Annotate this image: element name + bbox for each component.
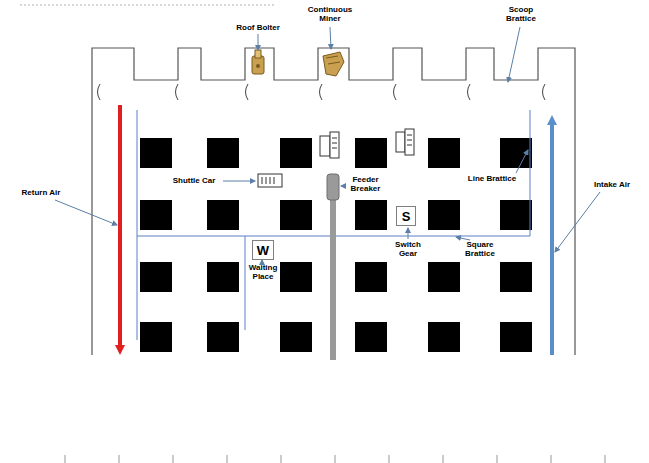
- shuttle-cars: [258, 129, 414, 187]
- pillar: [280, 138, 312, 168]
- feeder-breaker: [327, 174, 339, 360]
- leader-lines: [55, 27, 600, 262]
- callout-label: Scoop Brattice: [496, 5, 546, 23]
- header-rule: [20, 5, 275, 6]
- pillar: [500, 200, 532, 230]
- pillar: [140, 200, 172, 230]
- pillar: [500, 138, 532, 168]
- scale-ticks: [65, 455, 605, 463]
- callout-label: Feeder Breaker: [343, 175, 388, 193]
- pillar: [280, 262, 312, 292]
- pillar: [355, 322, 387, 352]
- pillar: [207, 322, 239, 352]
- callout-label: Continuous Miner: [301, 5, 359, 23]
- pillar: [140, 262, 172, 292]
- equipment-box: W: [252, 240, 274, 260]
- callout-label: Roof Bolter: [226, 23, 290, 32]
- pillar: [207, 262, 239, 292]
- equipment-box: S: [396, 206, 416, 226]
- pillar: [355, 262, 387, 292]
- callout-label: Line Brattice: [462, 174, 522, 183]
- callout-label: Waiting Place: [246, 263, 280, 281]
- pillar: [428, 262, 460, 292]
- scoop-brattice-curtains: [98, 84, 546, 100]
- pillar: [428, 138, 460, 168]
- box-letter: W: [257, 243, 269, 258]
- callout-label: Square Brattice: [460, 240, 500, 258]
- pillar: [207, 200, 239, 230]
- pillar: [428, 200, 460, 230]
- callout-label: Switch Gear: [388, 240, 428, 258]
- pillar: [355, 138, 387, 168]
- pillar: [280, 322, 312, 352]
- return-air-arrow: [118, 105, 122, 350]
- pillar: [207, 138, 239, 168]
- box-letter: S: [402, 209, 411, 224]
- intake-air-arrow: [550, 120, 554, 355]
- pillar: [355, 200, 387, 230]
- roof-bolter-icon: [252, 50, 264, 74]
- pillar: [140, 138, 172, 168]
- pillar: [140, 322, 172, 352]
- pillar: [280, 200, 312, 230]
- pillar: [500, 322, 532, 352]
- callout-label: Shuttle Car: [165, 176, 223, 185]
- callout-label: Intake Air: [582, 180, 642, 189]
- callout-label: Return Air: [14, 188, 68, 197]
- pillar: [500, 262, 532, 292]
- continuous-miner-icon: [323, 52, 344, 76]
- pillar: [428, 322, 460, 352]
